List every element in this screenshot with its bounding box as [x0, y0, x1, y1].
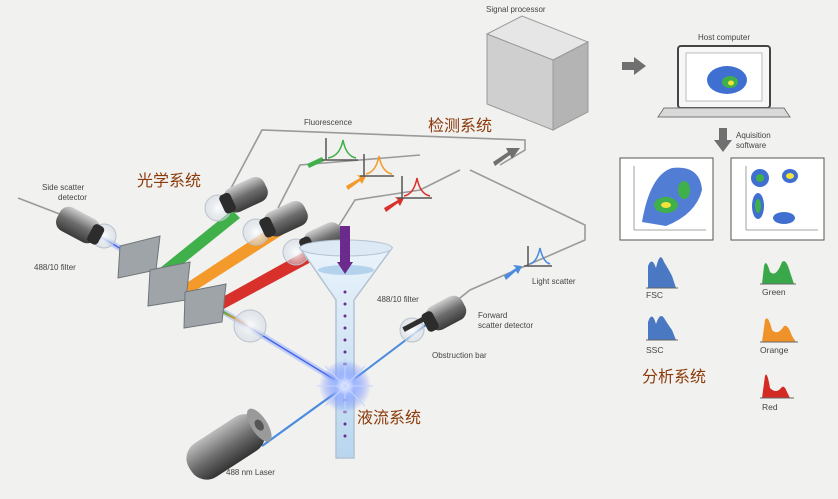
histogram-orange: Orange — [760, 318, 798, 355]
cable-fluorescence-3 — [329, 169, 461, 241]
signal-cables — [17, 129, 586, 311]
side-scatter-label-1: Side scatter — [42, 183, 85, 192]
arrow-to-processor — [493, 148, 520, 166]
laser-source — [186, 408, 272, 480]
analysis-system-label: 分析系统 — [642, 367, 706, 386]
histogram-ssc-label: SSC — [646, 345, 663, 355]
green-signal-arrow — [307, 157, 324, 168]
obstruction-bar-label: Obstruction bar — [432, 351, 487, 360]
peak-icon-green — [322, 138, 358, 161]
dot-plot-fsc-ssc — [619, 157, 714, 241]
histogram-ssc: SSC — [646, 316, 678, 355]
signal-processor: Signal processor — [485, 5, 590, 131]
dichroic-mirrors — [117, 235, 227, 329]
histogram-red: Red — [760, 374, 794, 412]
side-scatter-detector — [55, 206, 105, 245]
host-computer: Host computer — [657, 33, 791, 118]
green-beam — [160, 210, 240, 276]
cable-scatter — [444, 169, 586, 311]
mirror-3 — [183, 283, 227, 329]
signal-processor-label: Signal processor — [486, 5, 546, 14]
histogram-green: Green — [760, 261, 796, 297]
lens-collection — [233, 309, 267, 343]
host-computer-label: Host computer — [698, 33, 750, 42]
arrow-to-software — [714, 128, 732, 152]
filter-right-label: 488/10 filter — [377, 295, 419, 304]
fluidics-system-label: 液流系统 — [357, 408, 421, 427]
fluorescence-label: Fluorescence — [304, 118, 353, 127]
dot-plot-fluorescence — [730, 157, 825, 241]
blue-signal-arrow — [504, 265, 522, 280]
histogram-red-label: Red — [762, 402, 778, 412]
light-scatter-label: Light scatter — [532, 277, 576, 286]
cable-fluorescence-1 — [229, 129, 526, 191]
forward-scatter-detector — [421, 295, 467, 332]
sample-injector — [340, 226, 350, 266]
orange-signal-arrow — [346, 175, 366, 190]
peak-icon-orange — [360, 154, 394, 177]
detector-green — [219, 176, 268, 214]
peak-icon-red — [398, 176, 432, 199]
laser-label: 488 nm Laser — [226, 468, 275, 477]
forward-scatter-label-1: Forward — [478, 311, 507, 320]
interrogation-point — [317, 358, 373, 414]
acquisition-software-label-1: Aquisition — [736, 131, 771, 140]
acquisition-software-label-2: software — [736, 141, 767, 150]
red-signal-arrow — [384, 197, 404, 212]
peak-icons — [322, 138, 552, 267]
side-scatter-label-2: detector — [58, 193, 87, 202]
histogram-green-label: Green — [762, 287, 786, 297]
filter-left-label: 488/10 filter — [34, 263, 76, 272]
detection-system-label: 检测系统 — [428, 116, 492, 135]
arrow-to-computer — [622, 57, 646, 75]
optical-system-label: 光学系统 — [137, 171, 201, 190]
signal-arrows — [307, 157, 522, 280]
detector-orange — [259, 200, 308, 238]
forward-scatter-label-2: scatter detector — [478, 321, 533, 330]
histogram-orange-label: Orange — [760, 345, 789, 355]
obstruction-bar — [402, 317, 425, 332]
histogram-fsc: FSC — [646, 257, 678, 300]
peak-icon-scatter — [524, 246, 552, 267]
histogram-fsc-label: FSC — [646, 290, 663, 300]
flow-cell — [298, 226, 394, 459]
